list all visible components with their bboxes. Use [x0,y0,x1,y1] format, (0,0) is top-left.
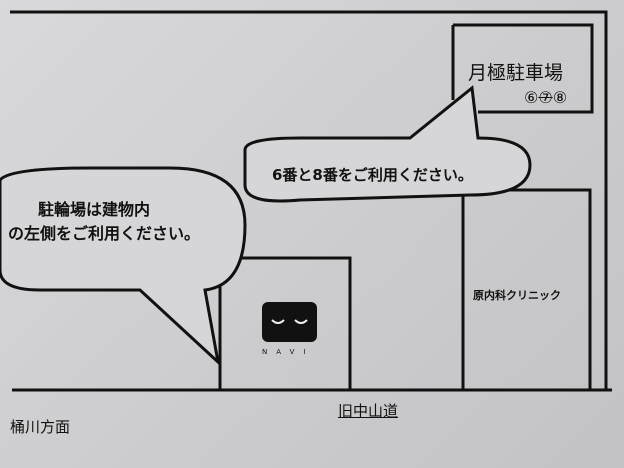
parking-lot-outline [451,23,594,114]
parking-note: 6番と8番をご利用ください。 [272,166,473,184]
clinic-label: 原内科クリニック [473,289,561,302]
direction-label: 桶川方面 [10,418,71,436]
parking-speech-bubble [243,85,532,203]
store-building [218,256,352,390]
navi-logo-text: NAVI [262,348,315,356]
bicycle-note-line2: の左側をご利用ください。 [8,224,201,243]
parking-title: 月極駐車場 [468,62,564,84]
space-6: ⑥ [524,88,539,107]
space-7-crossed-out: ⑦ [538,88,553,107]
space-8: ⑧ [552,88,568,107]
navi-logo [262,302,317,342]
bicycle-speech-bubble [0,166,247,367]
parking-spaces: ⑥⑦⑧ [524,88,567,107]
bicycle-note-line1: 駐輪場は建物内 [38,200,151,219]
clinic-building [461,188,592,392]
outer-frame [10,10,608,390]
road-label: 旧中山道 [338,402,399,420]
